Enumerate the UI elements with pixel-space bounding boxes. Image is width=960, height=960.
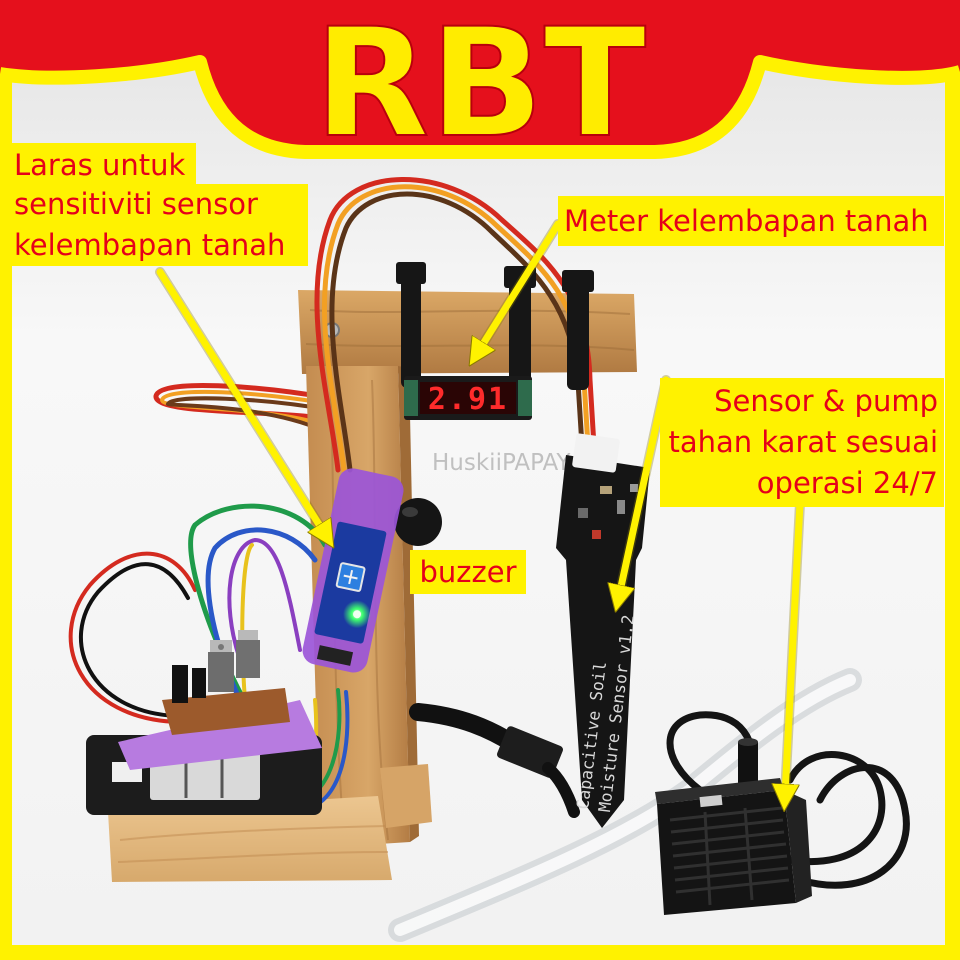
- meter-pcb-right: [518, 380, 532, 416]
- cable-tie: [567, 278, 589, 390]
- cable-tie: [509, 274, 531, 390]
- wooden-top-beam: [298, 290, 637, 374]
- module-led: [353, 610, 362, 619]
- sensor-component: [617, 500, 625, 514]
- potentiometer-screw: [343, 570, 358, 585]
- transistor-hole: [218, 644, 224, 650]
- label-line: Sensor & pump: [714, 384, 938, 418]
- header-connector: [192, 668, 206, 698]
- arrow-to-pump: [785, 499, 804, 795]
- buzzer-body: [394, 498, 442, 546]
- meter-reading: 2.91: [428, 382, 508, 417]
- pump-top: [655, 778, 784, 804]
- pump-side: [784, 790, 812, 903]
- buzzer: [394, 498, 442, 546]
- moisture-meter: 2.91: [404, 376, 532, 420]
- pump-nozzle: [738, 742, 758, 792]
- cable-ties: [396, 262, 594, 390]
- black-wire: [79, 562, 190, 718]
- banner-border: [0, 55, 960, 159]
- pump-cord: [786, 751, 886, 865]
- buzzer-highlight: [402, 507, 418, 517]
- wooden-base: [108, 796, 392, 882]
- pump-label: [699, 794, 723, 808]
- water-pump: [655, 738, 812, 915]
- base-grain: [117, 825, 389, 863]
- purple-wire: [227, 537, 302, 662]
- module-pins: [316, 645, 354, 666]
- meter-display: [420, 382, 516, 414]
- brand-title: RBT: [314, 0, 646, 171]
- meter-pcb-left: [404, 380, 418, 416]
- brown-wire: [165, 396, 332, 432]
- pump-nozzle-top: [738, 738, 758, 746]
- usb-cable: [409, 703, 580, 818]
- label-line: Laras untuk: [6, 143, 196, 184]
- sensor-component: [600, 486, 612, 494]
- cable-tie-head: [562, 270, 594, 292]
- arrow-to-meter: [478, 220, 562, 352]
- cable-tie: [401, 270, 421, 388]
- label-sensor-pump: Sensor & pump tahan karat sesuai operasi…: [660, 378, 944, 507]
- sensor-connector: [572, 433, 620, 473]
- sensor-component: [592, 530, 601, 539]
- probe-printing: Capacitive Soil Moisture Sensor v1.2: [573, 614, 638, 814]
- annotation-arrows: [155, 219, 805, 795]
- cable-tie-head: [396, 262, 426, 284]
- sensor-component: [578, 508, 588, 518]
- driver-pcb: [162, 688, 290, 735]
- left-wire-loop: [153, 382, 333, 432]
- label-sensitivity-adjust: Laras untuk sensitiviti sensor kelembapa…: [6, 143, 308, 266]
- label-buzzer: buzzer: [410, 550, 526, 594]
- label-line: kelembapan tanah: [6, 225, 308, 266]
- brown-wire: [329, 191, 585, 473]
- driver-board: [162, 630, 290, 735]
- wooden-post-side: [398, 366, 419, 842]
- sensor-module: [302, 468, 404, 673]
- watermark: HuskiiPAPAYA: [432, 450, 585, 476]
- sensor-component: [630, 484, 638, 492]
- label-moisture-meter: Meter kelembapan tanah: [558, 196, 944, 246]
- orange-wire: [321, 184, 591, 473]
- label-line: operasi 24/7: [756, 466, 938, 500]
- pump-vents: [669, 806, 790, 906]
- wooden-side-block: [380, 764, 432, 828]
- header-connector: [172, 665, 188, 703]
- transistor: [236, 640, 260, 678]
- red-wire: [68, 551, 197, 724]
- transistor: [208, 652, 234, 692]
- label-line: tahan karat sesuai: [668, 425, 939, 459]
- label-line: sensitiviti sensor: [6, 184, 308, 225]
- usb-cord: [542, 762, 580, 818]
- transistor-tab: [238, 630, 258, 642]
- red-banner: [0, 0, 960, 152]
- arrow-to-potentiometer: [156, 268, 325, 534]
- arrow-to-probe: [619, 376, 670, 596]
- pump-cord: [796, 764, 910, 889]
